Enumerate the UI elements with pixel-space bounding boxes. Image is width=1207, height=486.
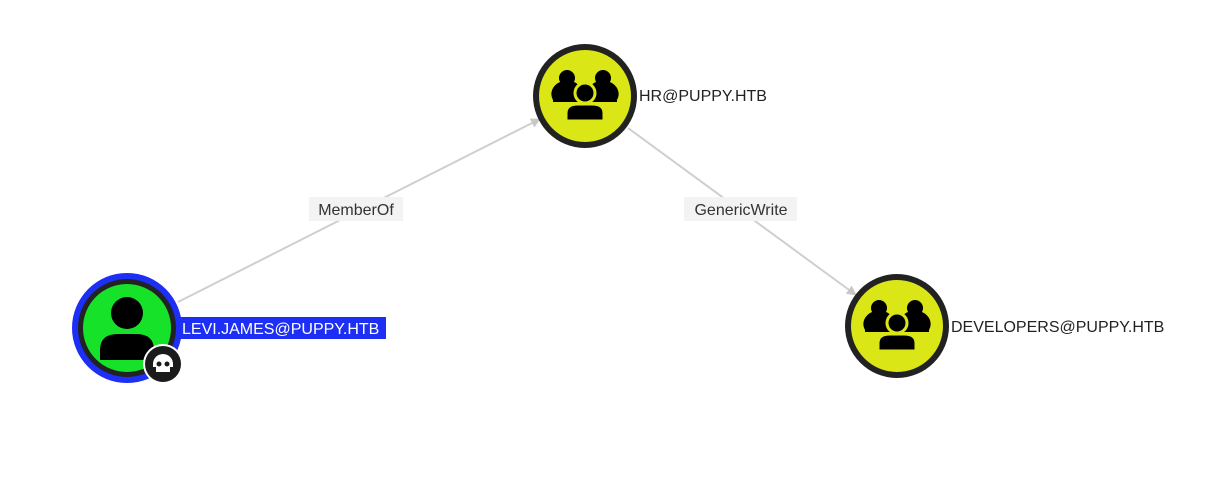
edge-label-bg: [684, 197, 797, 221]
node-group-developers[interactable]: DEVELOPERS@PUPPY.HTB: [845, 274, 1164, 378]
node-user-levi-james[interactable]: LEVI.JAMES@PUPPY.HTB: [72, 273, 386, 384]
skull-icon: [143, 344, 183, 384]
edge-label-bg: [309, 197, 403, 221]
edge-genericwrite[interactable]: GenericWrite: [627, 127, 857, 296]
user-icon: [100, 297, 154, 360]
edge-label: MemberOf: [318, 202, 394, 219]
edge-memberof[interactable]: MemberOf: [177, 118, 541, 303]
node-label: DEVELOPERS@PUPPY.HTB: [951, 319, 1164, 336]
edge-label: GenericWrite: [694, 202, 787, 219]
node-label: LEVI.JAMES@PUPPY.HTB: [182, 321, 379, 338]
node-group-hr[interactable]: HR@PUPPY.HTB: [533, 44, 767, 148]
node-label: HR@PUPPY.HTB: [639, 88, 767, 105]
